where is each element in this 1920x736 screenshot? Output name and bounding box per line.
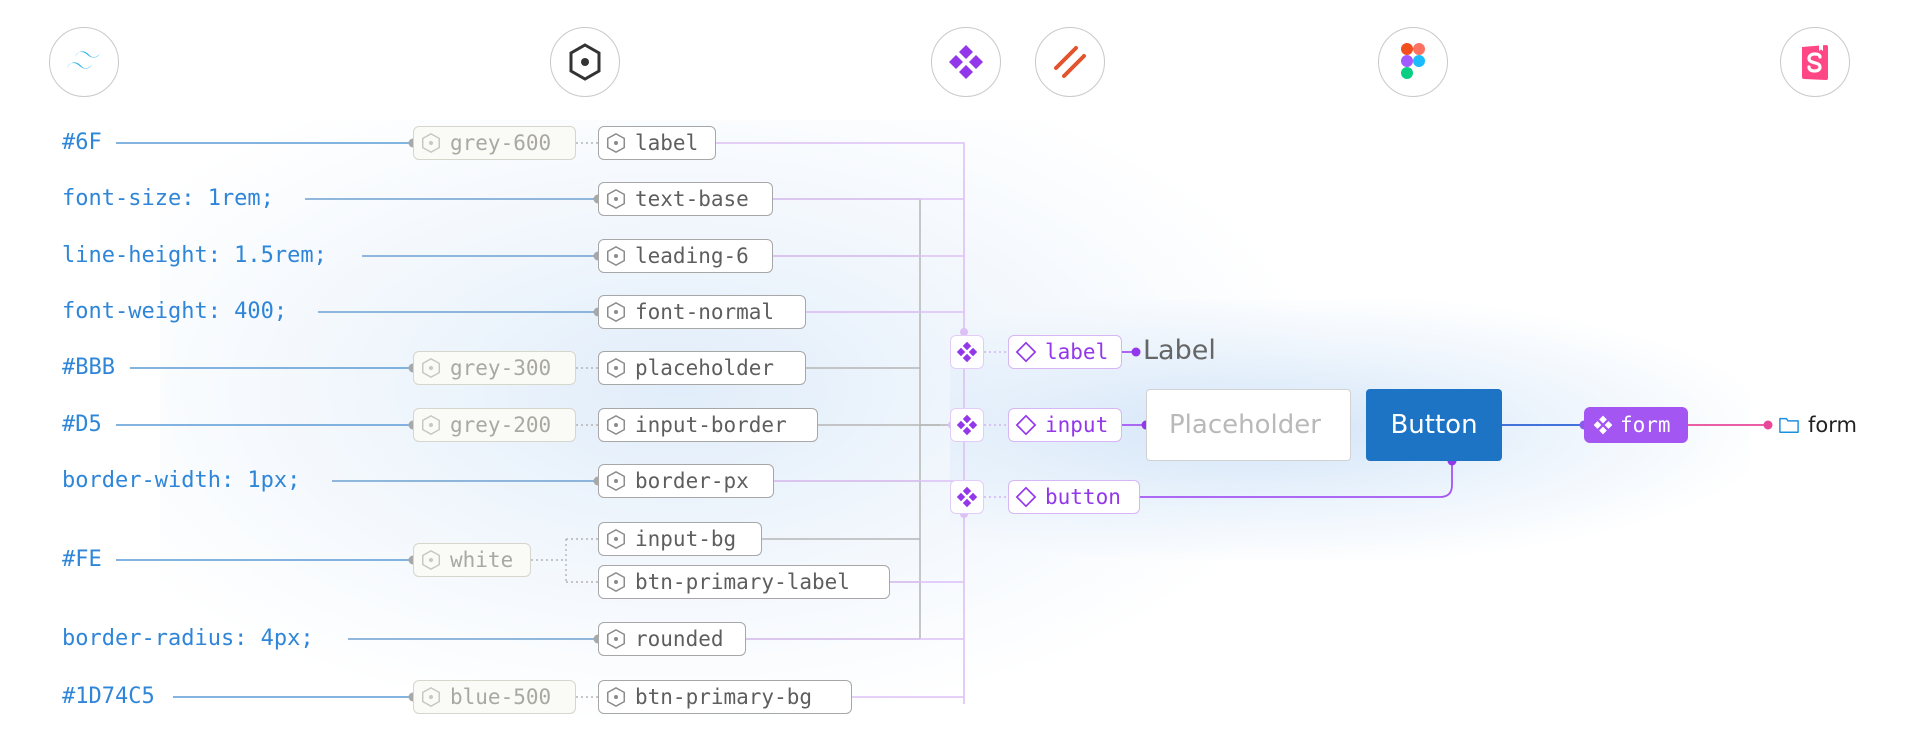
- component-label: label: [1008, 335, 1122, 369]
- semantic-token-input-bg: input-bg: [598, 522, 762, 556]
- folder-icon: [1779, 417, 1799, 433]
- primitive-token-grey-200: grey-200: [413, 408, 576, 442]
- component-input: input: [1008, 408, 1122, 442]
- label-component-node: [950, 335, 984, 369]
- token-hexagon-icon: [422, 549, 440, 571]
- css-value-color-6f: #6F: [62, 130, 102, 155]
- css-value-color-d5: #D5: [62, 412, 102, 437]
- semantic-token-btn-primary-bg: btn-primary-bg: [598, 680, 852, 714]
- css-value-font-size: font-size: 1rem;: [62, 186, 274, 211]
- component-icon: [1593, 415, 1613, 435]
- semantic-token-name: leading-6: [635, 244, 749, 268]
- semantic-token-rounded: rounded: [598, 622, 746, 656]
- preview-primary-button[interactable]: Button: [1366, 389, 1502, 461]
- token-hexagon-icon: [422, 686, 440, 708]
- figma-icon: [1378, 27, 1448, 97]
- token-hexagon-icon: [607, 132, 625, 154]
- button-component-node: [950, 480, 984, 514]
- semantic-token-name: label: [635, 131, 699, 155]
- semantic-token-label: label: [598, 126, 716, 160]
- semantic-token-font-normal: font-normal: [598, 295, 806, 329]
- css-value-color-bbb: #BBB: [62, 355, 115, 380]
- form-file: form: [1778, 407, 1857, 443]
- preview-text-input[interactable]: Placeholder: [1146, 389, 1351, 461]
- css-value-border-width: border-width: 1px;: [62, 468, 301, 493]
- token-hexagon-icon: [422, 414, 440, 436]
- token-hexagon-icon: [607, 301, 625, 323]
- node-to-chip-lines: [984, 351, 1008, 498]
- primitive-token-label: grey-200: [450, 413, 552, 437]
- component-name: label: [1045, 340, 1109, 364]
- token-hexagon-icon: [607, 628, 625, 650]
- semantic-token-name: rounded: [635, 627, 724, 651]
- token-hexagon-icon: [607, 686, 625, 708]
- css-value-font-weight: font-weight: 400;: [62, 299, 288, 324]
- component-icon: [931, 27, 1001, 97]
- token-hexagon-icon: [607, 571, 625, 593]
- component-instance-icon: [1015, 414, 1037, 436]
- semantic-token-name: input-bg: [635, 527, 737, 551]
- primitive-token-label: grey-300: [450, 356, 552, 380]
- semantic-token-name: placeholder: [635, 356, 775, 380]
- semantic-token-name: border-px: [635, 469, 749, 493]
- component-icon: [956, 414, 978, 436]
- semantic-token-name: text-base: [635, 187, 749, 211]
- token-hexagon-icon: [607, 357, 625, 379]
- semantic-token-border-px: border-px: [598, 464, 774, 498]
- semantic-token-input-border: input-border: [598, 408, 818, 442]
- component-icon: [956, 341, 978, 363]
- component-instance-icon: [1015, 341, 1037, 363]
- form-component-name: form: [1620, 413, 1671, 437]
- css-value-border-radius: border-radius: 4px;: [62, 626, 314, 651]
- semantic-token-btn-primary-label: btn-primary-label: [598, 565, 890, 599]
- semantic-token-text-base: text-base: [598, 182, 773, 216]
- token-hexagon-icon: [607, 528, 625, 550]
- form-file-name: form: [1808, 413, 1857, 437]
- tailwind-icon: [49, 27, 119, 97]
- primitive-token-label: blue-500: [450, 685, 552, 709]
- primitive-token-grey-300: grey-300: [413, 351, 576, 385]
- semantic-token-name: btn-primary-label: [635, 570, 850, 594]
- primitive-token-white: white: [413, 543, 531, 577]
- semantic-token-name: font-normal: [635, 300, 775, 324]
- css-to-token-lines: [116, 142, 598, 698]
- component-button: button: [1008, 480, 1140, 514]
- css-value-color-1d74c5: #1D74C5: [62, 684, 155, 709]
- token-hexagon-icon: [607, 188, 625, 210]
- primitive-to-semantic-lines: [531, 142, 598, 698]
- primitive-token-label: white: [450, 548, 514, 572]
- token-hexagon-icon: [422, 132, 440, 154]
- css-value-line-height: line-height: 1.5rem;: [62, 243, 327, 268]
- css-value-color-fe: #FE: [62, 547, 102, 572]
- semantic-token-name: input-border: [635, 413, 787, 437]
- component-instance-icon: [1015, 486, 1037, 508]
- input-component-node: [950, 408, 984, 442]
- token-hexagon-icon: [607, 245, 625, 267]
- component-icon: [956, 486, 978, 508]
- primitive-token-grey-600: grey-600: [413, 126, 576, 160]
- primitive-token-blue-500: blue-500: [413, 680, 576, 714]
- slash-tool-icon: [1035, 27, 1105, 97]
- token-hexagon-icon: [607, 470, 625, 492]
- form-component: form: [1584, 407, 1688, 443]
- component-name: button: [1045, 485, 1121, 509]
- component-name: input: [1045, 413, 1109, 437]
- token-hexagon-icon: [607, 414, 625, 436]
- semantic-token-leading-6: leading-6: [598, 239, 773, 273]
- preview-label: Label: [1143, 335, 1216, 366]
- primitive-token-label: grey-600: [450, 131, 552, 155]
- token-hexagon-icon: [422, 357, 440, 379]
- semantic-token-placeholder: placeholder: [598, 351, 806, 385]
- style-dictionary-icon: [550, 27, 620, 97]
- input-placeholder: Placeholder: [1169, 410, 1321, 440]
- semantic-token-name: btn-primary-bg: [635, 685, 813, 709]
- storybook-icon: [1780, 27, 1850, 97]
